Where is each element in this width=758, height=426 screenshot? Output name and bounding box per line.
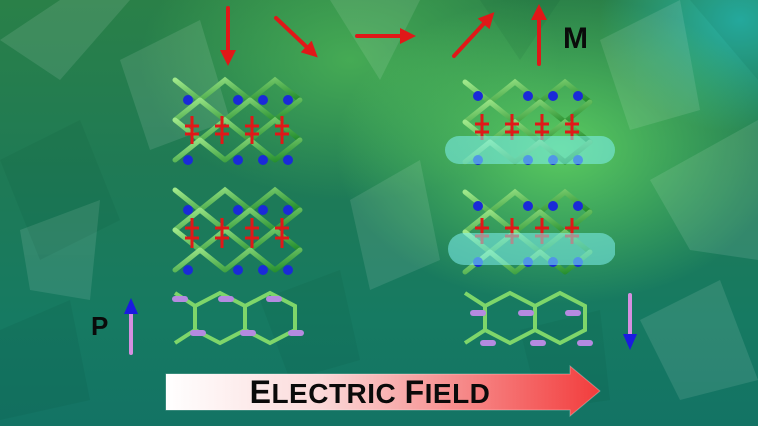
magnetization-arrow-sequence [220, 4, 547, 66]
interface-highlight-lower [448, 233, 615, 265]
crystal-structure-switched [445, 78, 615, 346]
polarization-label: P [91, 311, 109, 341]
magnetization-label: M [563, 22, 588, 55]
magnetization-arrow-up-right [452, 12, 495, 58]
electric-field-label: ELECTRIC FIELD [249, 374, 491, 410]
crystal-structure-initial [172, 76, 304, 346]
interface-highlight-upper [445, 136, 615, 164]
magnetization-arrow-down-right [274, 16, 318, 58]
electric-field-arrow [165, 364, 601, 418]
